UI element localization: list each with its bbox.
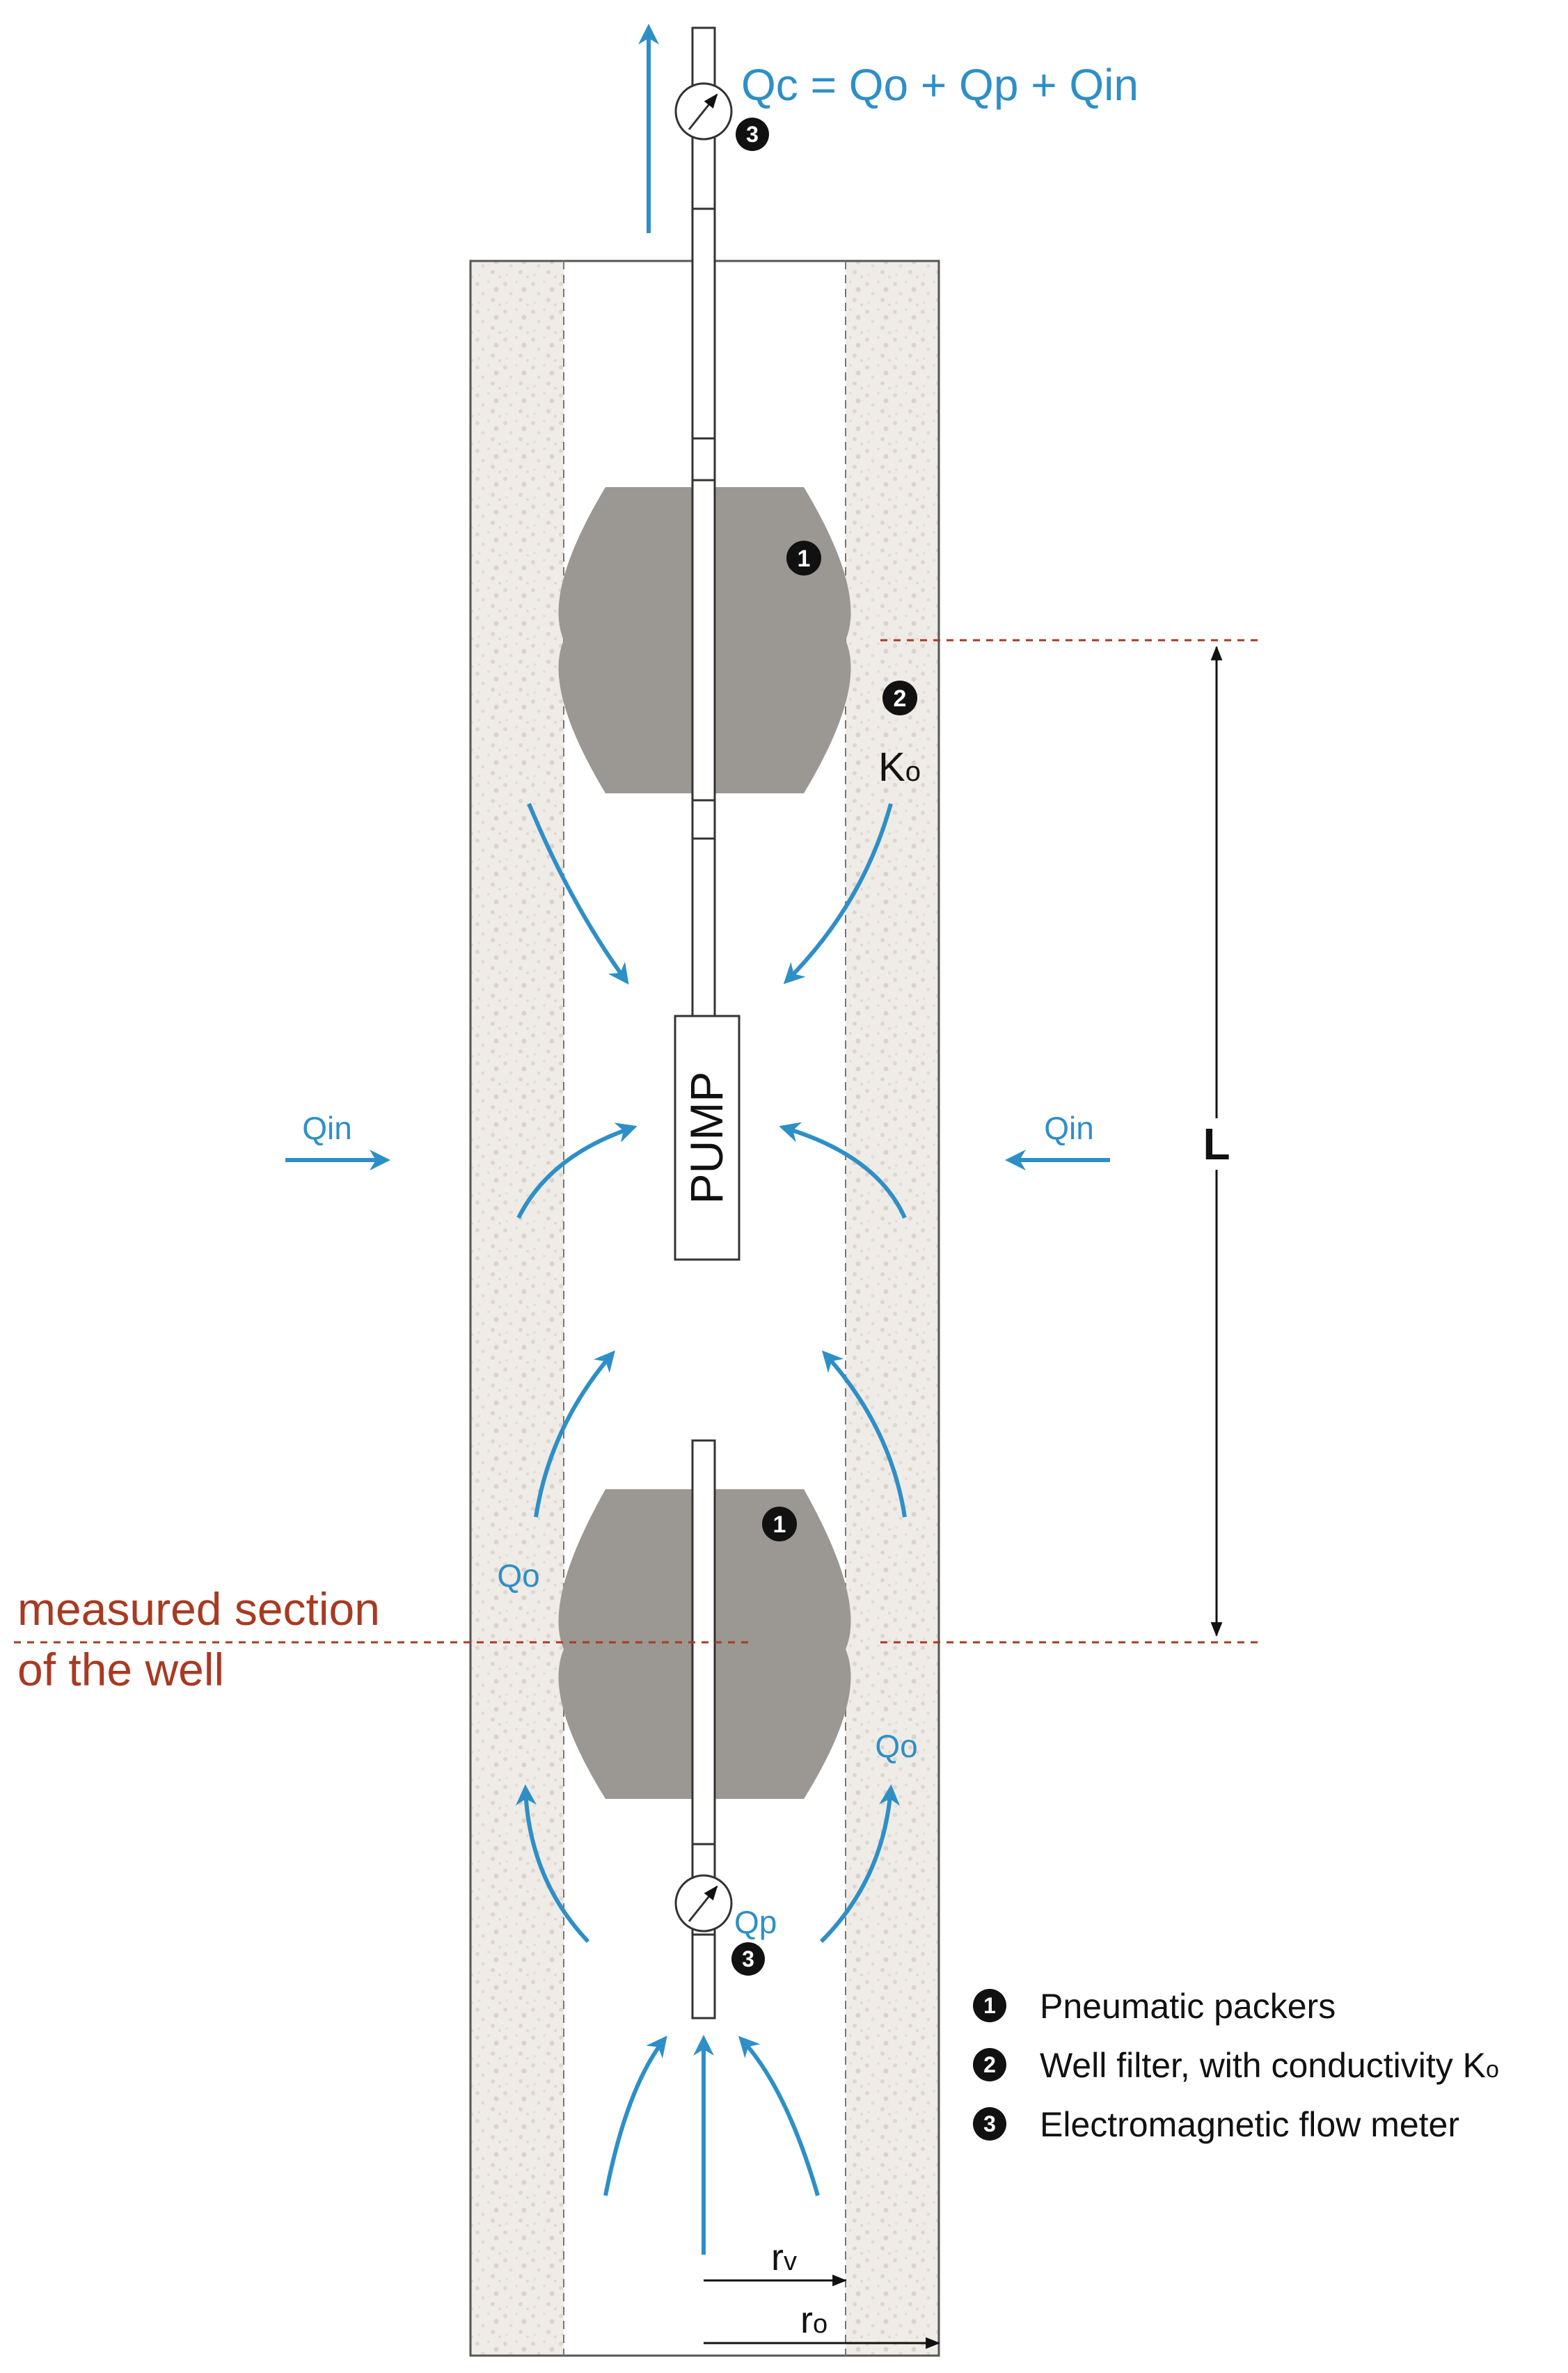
gravel-pack-right	[846, 261, 939, 2356]
marker-meter-bottom: 3	[731, 1942, 765, 1976]
flow-meter-top	[674, 82, 733, 141]
flow-meter-bottom	[674, 1874, 733, 1932]
svg-text:3: 3	[746, 122, 759, 147]
svg-text:Pneumatic packers: Pneumatic packers	[1040, 1987, 1336, 2026]
marker-meter-top: 3	[736, 118, 769, 151]
measured-section-label-line1: measured section	[17, 1583, 380, 1635]
qo-arrow-left	[515, 1784, 590, 1944]
inflow-arrow-mid-left	[516, 1122, 638, 1219]
svg-text:2: 2	[983, 2052, 996, 2077]
legend-item-3: 3 Electromagnetic flow meter	[973, 2105, 1459, 2144]
upflow-arrow-right	[821, 1350, 907, 1518]
qin-label-right: Qin	[1044, 1110, 1094, 1146]
svg-text:1: 1	[983, 1993, 996, 2018]
filter-conductivity-label: Ko	[878, 745, 921, 790]
measured-section-label-line2: of the well	[17, 1644, 224, 1695]
gravel-pack-left	[470, 261, 564, 2356]
marker-packer-lower: 1	[762, 1507, 797, 1541]
svg-text:1: 1	[798, 546, 811, 572]
legend-item-2: 2 Well filter, with conductivity Ko	[973, 2046, 1499, 2085]
dimension-L-label: L	[1203, 1119, 1230, 1169]
bottom-arrow-right	[738, 2035, 820, 2196]
qo-label-right: Qo	[875, 1728, 917, 1764]
qin-label-left: Qin	[302, 1110, 352, 1146]
qp-label: Qp	[734, 1904, 777, 1940]
qo-arrow-right	[819, 1784, 901, 1944]
pump-label: PUMP	[681, 1072, 732, 1205]
ro-label: ro	[800, 2299, 827, 2341]
qo-label-left: Qo	[497, 1557, 539, 1594]
pump-body	[674, 1015, 741, 1261]
rv-label: rv	[771, 2237, 797, 2278]
marker-packer-upper: 1	[786, 541, 821, 576]
legend-item-1: 1 Pneumatic packers	[973, 1987, 1336, 2026]
marker-filter: 2	[882, 681, 917, 715]
svg-text:3: 3	[742, 1946, 754, 1971]
inflow-arrow-mid-right	[779, 1122, 907, 1219]
bottom-arrow-left	[603, 2035, 667, 2196]
inflow-arrow-upper-left	[527, 802, 629, 985]
svg-text:Well filter, with conductivity: Well filter, with conductivity Ko	[1040, 2046, 1499, 2085]
svg-text:3: 3	[983, 2111, 996, 2136]
inflow-arrow-upper-right	[783, 803, 893, 985]
flow-arrows	[285, 24, 1110, 2255]
formula-qc: Qc = Qo + Qp + Qin	[741, 60, 1139, 110]
legend: 1 Pneumatic packers 2 Well filter, with …	[973, 1987, 1499, 2144]
upflow-arrow-left	[534, 1350, 615, 1518]
svg-text:1: 1	[773, 1511, 786, 1538]
svg-text:Electromagnetic flow meter: Electromagnetic flow meter	[1040, 2105, 1459, 2144]
svg-text:2: 2	[894, 685, 907, 712]
